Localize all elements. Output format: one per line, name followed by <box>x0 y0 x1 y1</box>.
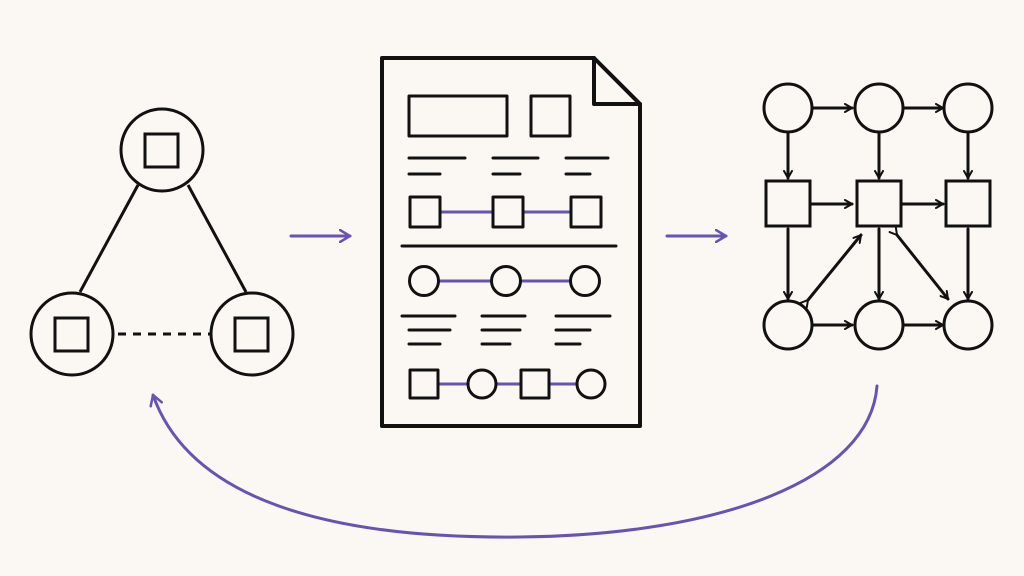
grid-circle-node <box>942 299 994 351</box>
grid-circle-node <box>762 299 814 351</box>
grid-circle-node <box>942 82 994 134</box>
right-grid <box>762 82 994 351</box>
grid-circle-node <box>853 82 905 134</box>
cluster-node-bottom-right <box>209 291 295 377</box>
grid-circle-node <box>853 299 905 351</box>
feedback-curve-arrow <box>153 384 879 539</box>
grid-circle-node <box>762 82 814 134</box>
grid-edge-diagonal <box>799 233 863 309</box>
edge-top-to-bottom-right <box>186 184 248 293</box>
grid-square-node <box>944 179 992 228</box>
square-chain <box>408 195 603 229</box>
cluster-node-bottom-left <box>29 291 115 377</box>
document-outline <box>380 56 642 428</box>
grid-square-node <box>855 179 903 228</box>
cluster-node-top <box>119 107 205 193</box>
grid-square-node <box>764 179 812 228</box>
text-lines-2 <box>400 314 612 346</box>
mixed-chain <box>408 368 607 400</box>
left-cluster <box>29 107 295 377</box>
circle-chain <box>408 265 601 297</box>
document-icon <box>380 56 642 428</box>
document-fold <box>592 56 642 106</box>
edge-top-to-bottom-left <box>78 184 140 293</box>
grid-edge-diagonal <box>888 226 950 301</box>
header-block-square <box>529 94 572 138</box>
text-lines-1 <box>407 156 610 176</box>
header-block-wide <box>407 94 509 138</box>
